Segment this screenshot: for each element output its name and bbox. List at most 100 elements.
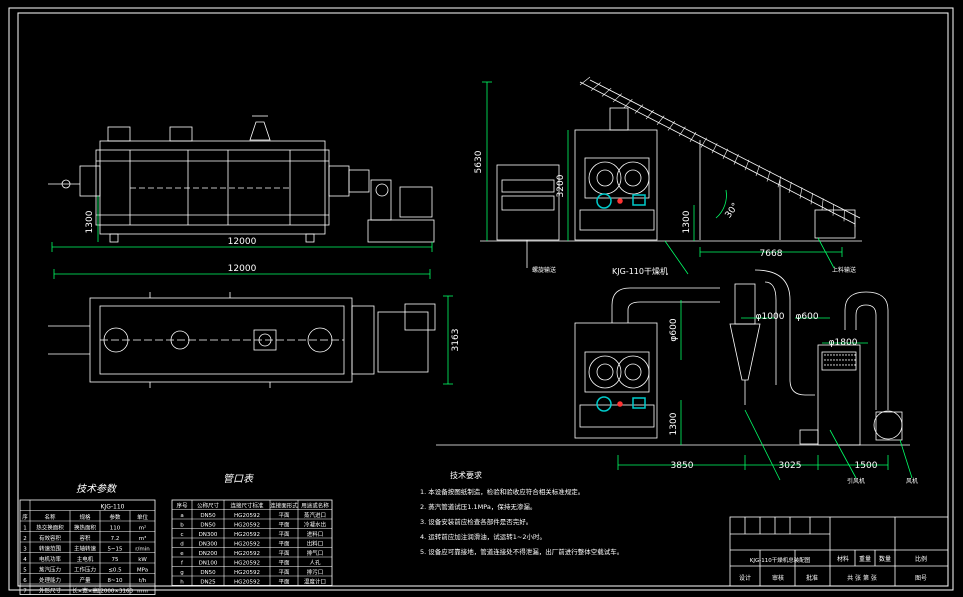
notes-title: 技术要求: [450, 470, 482, 480]
title-block-qty: 数量: [879, 555, 891, 563]
title-block-weight: 重量: [859, 555, 871, 563]
tech-table-cell: 2: [23, 536, 27, 542]
tech-table-header-0: 序: [22, 513, 28, 521]
lower-system-highlights: [596, 396, 646, 412]
title-block-design: 设计: [739, 574, 751, 582]
technical-note-4: 4. 运转前应加注润滑油，试运转1~2小时。: [420, 532, 546, 541]
tech-table-cell: 电机功率: [39, 555, 62, 563]
nozzle-table-cell: DN300: [199, 532, 218, 538]
nozzle-table-cell: DN50: [200, 570, 216, 576]
plan-view-dimensions: [53, 269, 453, 385]
tech-table-cell: 工作压力: [74, 566, 96, 574]
side-view-dimensions: [482, 81, 843, 275]
nozzle-table-cell: d: [180, 542, 184, 548]
side-machine-height-dim: 3200: [556, 174, 566, 197]
title-block: [729, 516, 949, 587]
technical-notes: 1. 本设备按图纸制造，检验和验收应符合相关标准规定。 2. 蒸汽管道试压1.1M…: [420, 487, 623, 556]
tech-table-cell: 长×宽×高: [72, 587, 98, 595]
nozzle-table-cell: HG20592: [234, 551, 260, 557]
title-block-material: 材料: [837, 555, 849, 563]
nozzle-table-cell: 平面: [278, 541, 290, 548]
nozzle-table-cell: b: [180, 523, 184, 529]
nozzle-table-cell: HG20592: [234, 580, 260, 586]
tech-table-header-4: 单位: [137, 513, 149, 521]
nozzle-table-cell: 人孔: [309, 559, 321, 567]
tech-table-cell: 12000×3163: [97, 589, 134, 595]
technical-note-1: 1. 本设备按图纸制造，检验和验收应符合相关标准规定。: [420, 487, 584, 496]
tech-table-cell: m²: [139, 525, 147, 532]
side-total-height-dim: 5630: [474, 150, 484, 173]
technical-note-5: 5. 设备应可靠接地，管道连接处不得泄漏，出厂前进行整体空载试车。: [420, 547, 623, 556]
side-view-highlights: [596, 193, 646, 209]
nozzle-table-cell: HG20592: [234, 542, 260, 548]
nozzle-table-cell: HG20592: [234, 570, 260, 576]
tech-table-cell: 110: [110, 526, 121, 532]
nozzle-table-title: 管口表: [223, 473, 254, 485]
nozzle-table-cell: HG20592: [234, 513, 260, 519]
front-view: [48, 115, 435, 243]
technical-note-2: 2. 蒸汽管道试压1.1MPa，保持无渗漏。: [420, 502, 536, 511]
nozzle-table-cell: HG20592: [234, 523, 260, 529]
nozzle-table-cell: 平面: [278, 512, 290, 519]
tech-table-cell: mm: [137, 589, 148, 595]
title-block-approve: 批准: [806, 574, 818, 582]
nozzle-table-cell: HG20592: [234, 561, 260, 567]
tech-table-cell: 8~10: [107, 578, 123, 584]
tech-table-cell: r/min: [135, 547, 150, 553]
nozzle-table-border: [171, 499, 333, 586]
technical-note-3: 3. 设备安装前应检查各部件是否完好。: [420, 517, 532, 526]
tech-table-cell: 4: [23, 557, 27, 563]
nozzle-table-cell: DN50: [200, 523, 216, 529]
side-model-label: KJG-110干燥机: [612, 266, 668, 276]
lower-run-2-dim: 3025: [779, 461, 802, 471]
front-height-dim: 1300: [85, 210, 95, 233]
nozzle-table-cell: 平面: [278, 579, 290, 586]
nozzle-table-cell: a: [180, 513, 183, 519]
tech-table-cell: 有效容积: [39, 534, 62, 542]
tech-table-group-header: KJG-110: [101, 504, 125, 511]
lower-system: [436, 269, 910, 446]
nozzle-table-cell: c: [180, 532, 183, 538]
tech-table-cell: 换热面积: [74, 524, 97, 532]
conveyor-label: 上料输送: [832, 266, 856, 274]
nozzle-table-cell: 温度计口: [304, 578, 326, 586]
lower-label-2: 风机: [906, 477, 918, 485]
nozzle-table-header-3: 连接面形式: [270, 502, 298, 510]
title-block-scale: 比例: [915, 555, 927, 563]
tech-table-cell: 7: [23, 589, 27, 595]
tech-table-cell: t/h: [139, 578, 147, 584]
scrubber-diameter-dim: φ1800: [829, 338, 858, 348]
tech-table-header-1: 名称: [44, 513, 56, 521]
conveyor-run-dim: 7668: [760, 249, 783, 259]
nozzle-table-header-4: 用途或名称: [301, 502, 329, 510]
nozzle-table-cell: 平面: [278, 550, 290, 557]
nozzle-table-cell: HG20592: [234, 532, 260, 538]
nozzle-table-header-1: 公称尺寸: [197, 502, 220, 510]
lower-label-1: 引风机: [847, 477, 865, 485]
tech-table-cell: 主轴转速: [74, 545, 97, 553]
nozzle-table-cell: DN50: [200, 513, 216, 519]
title-block-sheet: 共 张 第 张: [847, 574, 877, 582]
drawing-frame: [8, 7, 954, 591]
conveyor-angle-dim: 30°: [724, 201, 741, 220]
tech-table-cell: 1: [23, 526, 27, 532]
lower-system-dimensions: [617, 300, 913, 481]
nozzle-table-cell: DN100: [199, 561, 218, 567]
plan-length-dim: 12000: [228, 264, 257, 274]
nozzle-table-cell: 平面: [278, 531, 290, 538]
tech-table-cell: 主电机: [77, 555, 94, 563]
nozzle-table-cell: 冷凝水出: [304, 521, 326, 529]
nozzle-table-header-2: 连接尺寸标准: [230, 502, 264, 510]
tech-table-cell: 外形尺寸: [39, 587, 62, 595]
nozzle-table-cell: 平面: [278, 560, 290, 567]
tech-table-cell: 热交换面积: [36, 524, 64, 532]
nozzle-table-cell: DN300: [199, 542, 218, 548]
front-view-dimensions: [51, 196, 433, 252]
cyclone-inlet-dim: φ1000: [756, 312, 785, 322]
nozzle-table-cell: f: [181, 561, 184, 567]
tech-table-cell: m³: [139, 535, 147, 542]
conveyor-screw-flights: [579, 76, 856, 227]
nozzle-table-cell: 排气口: [307, 549, 324, 557]
tech-table-cell: 6: [23, 578, 27, 584]
